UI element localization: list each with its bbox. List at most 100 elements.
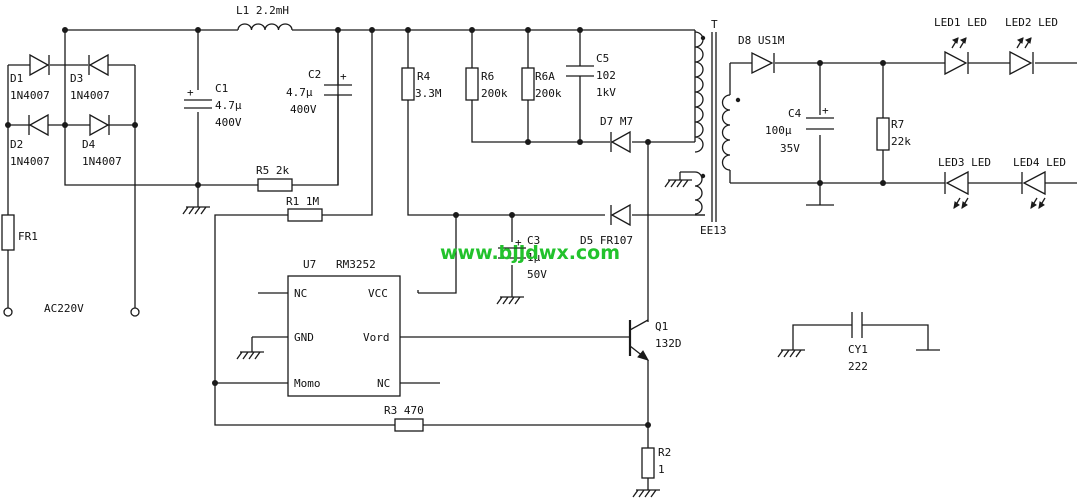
d7-label: D7 M7 xyxy=(600,115,633,128)
diode-d3 xyxy=(88,53,109,77)
transistor-q1 xyxy=(628,319,650,361)
capacitor-c5 xyxy=(566,65,594,77)
diode-d4 xyxy=(89,113,110,137)
pin-gnd: GND xyxy=(294,331,314,344)
d2-label: D2 xyxy=(10,138,23,151)
ac-terminal-left xyxy=(3,307,13,317)
inductor-l1 xyxy=(237,23,293,31)
u7-part: RM3252 xyxy=(336,258,376,271)
resistor-r3 xyxy=(394,418,424,432)
d3-label: D3 xyxy=(70,72,83,85)
led2-label: LED2 LED xyxy=(1005,16,1058,29)
t-label: T xyxy=(711,18,718,31)
pin-vord: Vord xyxy=(363,331,390,344)
led-3 xyxy=(944,170,969,209)
watermark-text: www.bjjdwx.com xyxy=(440,242,620,264)
q1-label: Q1 xyxy=(655,320,668,333)
pin-momo: Momo xyxy=(294,377,321,390)
ground-symbol xyxy=(496,290,524,305)
c4-value: 100μ xyxy=(765,124,792,137)
pin-nc-2: NC xyxy=(377,377,390,390)
r2-value: 1 xyxy=(658,463,665,476)
fr1-label: FR1 xyxy=(18,230,38,243)
pin-vcc: VCC xyxy=(368,287,388,300)
c5-rating: 1kV xyxy=(596,86,616,99)
c2-label: C2 xyxy=(308,68,321,81)
resistor-r6a xyxy=(521,67,535,101)
capacitor-c3 xyxy=(498,247,526,259)
ac-input-label: AC220V xyxy=(44,302,84,315)
l1-label: L1 2.2mH xyxy=(236,4,289,17)
d1-label: D1 xyxy=(10,72,23,85)
diode-d8 xyxy=(751,51,775,75)
d4-type: 1N4007 xyxy=(82,155,122,168)
led1-label: LED1 LED xyxy=(934,16,987,29)
c1-value: 4.7μ xyxy=(215,99,242,112)
c4-plus: + xyxy=(822,104,829,117)
c3-rating: 50V xyxy=(527,268,547,281)
ground-symbol xyxy=(632,489,660,498)
c1-label: C1 xyxy=(215,82,228,95)
c3-plus: + xyxy=(515,236,522,249)
r7-value: 22k xyxy=(891,135,911,148)
led-4 xyxy=(1021,170,1046,209)
c5-value: 102 xyxy=(596,69,616,82)
d8-label: D8 US1M xyxy=(738,34,785,47)
c4-label: C4 xyxy=(788,107,802,120)
r6a-label: R6A xyxy=(535,70,555,83)
capacitor-cy1 xyxy=(851,312,863,338)
q1-type: 132D xyxy=(655,337,682,350)
transformer-t xyxy=(694,31,741,222)
resistor-r1 xyxy=(287,208,323,222)
diode-d1 xyxy=(29,53,50,77)
resistor-r4 xyxy=(401,67,415,101)
led-2 xyxy=(1009,37,1034,76)
u7-label: U7 xyxy=(303,258,316,271)
d2-type: 1N4007 xyxy=(10,155,50,168)
led3-label: LED3 LED xyxy=(938,156,991,169)
resistor-r7 xyxy=(876,117,890,151)
capacitor-c1 xyxy=(184,99,212,109)
resistor-r6 xyxy=(465,67,479,101)
diode-d2 xyxy=(28,113,49,137)
r5-label: R5 2k xyxy=(256,164,289,177)
c2-plus: + xyxy=(340,70,347,83)
c1-plus: + xyxy=(187,86,194,99)
wires xyxy=(7,29,1077,490)
r6a-value: 200k xyxy=(535,87,562,100)
c5-label: C5 xyxy=(596,52,609,65)
pin-nc-1: NC xyxy=(294,287,307,300)
c2-value: 4.7μ xyxy=(286,86,313,99)
ground-symbol xyxy=(236,351,264,360)
c4-rating: 35V xyxy=(780,142,800,155)
ee13-label: EE13 xyxy=(700,224,727,237)
resistor-r5 xyxy=(257,178,293,192)
cy1-label: CY1 xyxy=(848,343,868,356)
fuse-resistor-fr1 xyxy=(1,214,15,251)
led-1 xyxy=(944,37,969,76)
diode-d5 xyxy=(610,203,631,227)
r3-label: R3 470 xyxy=(384,404,424,417)
ground-symbol xyxy=(664,172,692,188)
r1-label: R1 1M xyxy=(286,195,319,208)
c2-rating: 400V xyxy=(290,103,317,116)
resistor-r2 xyxy=(641,447,655,479)
d3-type: 1N4007 xyxy=(70,89,110,102)
d5-label: D5 FR107 xyxy=(580,234,633,247)
d4-label: D4 xyxy=(82,138,96,151)
d1-type: 1N4007 xyxy=(10,89,50,102)
ic-u7 xyxy=(287,275,401,397)
r6-value: 200k xyxy=(481,87,508,100)
r4-value: 3.3M xyxy=(415,87,442,100)
junction-dots xyxy=(5,27,886,428)
diode-d7 xyxy=(610,130,631,154)
ground-symbol xyxy=(777,349,805,358)
capacitor-c2 xyxy=(324,84,352,96)
ground-symbol xyxy=(182,200,210,215)
led4-label: LED4 LED xyxy=(1013,156,1066,169)
cy1-value: 222 xyxy=(848,360,868,373)
ground-symbol xyxy=(417,290,419,293)
ac-terminal-right xyxy=(130,307,140,317)
c3-label: C3 xyxy=(527,234,540,247)
